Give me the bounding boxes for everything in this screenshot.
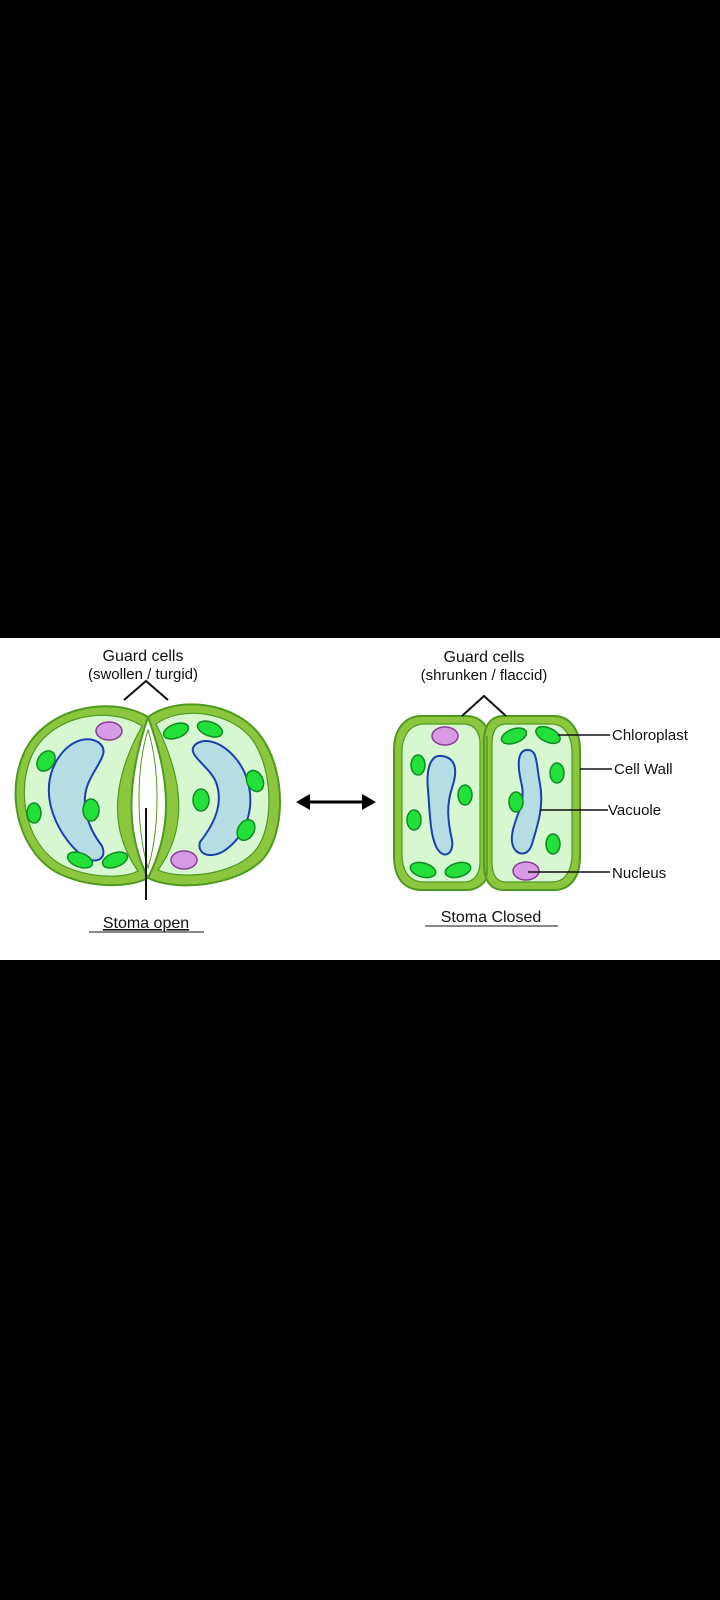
- chloroplast: [457, 784, 473, 806]
- closed-right-guard-cell: [483, 715, 581, 891]
- cell-wall-label: Cell Wall: [614, 761, 673, 778]
- closed-stoma: Guard cells (shrunken / flaccid) Stoma C…: [393, 649, 689, 927]
- chloroplast: [26, 802, 42, 824]
- open-right-vacuole: [191, 740, 252, 857]
- chloroplast: [409, 861, 437, 879]
- open-stoma: Guard cells (swollen / turgid) Stoma ope…: [14, 648, 281, 933]
- closed-right-vacuole: [510, 748, 543, 855]
- chloroplast: [82, 798, 100, 822]
- diagram-canvas: Guard cells (swollen / turgid) Stoma ope…: [14, 648, 689, 933]
- chloroplast: [500, 727, 528, 745]
- chloroplast: [410, 754, 426, 776]
- nucleus-label: Nucleus: [612, 865, 666, 882]
- closed-left-nucleus: [431, 726, 459, 746]
- closed-caption: Stoma Closed: [441, 909, 542, 926]
- chloroplast: [36, 750, 56, 772]
- chloroplast: [245, 769, 265, 793]
- chloroplast: [101, 851, 129, 869]
- chloroplast: [549, 762, 565, 784]
- open-guard-cells-bracket: [123, 679, 169, 701]
- stomata-diagram: Guard cells (swollen / turgid) Stoma ope…: [0, 638, 720, 960]
- chloroplast: [162, 722, 190, 740]
- open-left-nucleus: [95, 721, 123, 741]
- chloroplast-label: Chloroplast: [612, 727, 689, 744]
- closed-right-nucleus: [512, 861, 540, 881]
- closed-subheading: (shrunken / flaccid): [421, 667, 548, 684]
- chloroplast: [545, 833, 561, 855]
- open-caption: Stoma open: [103, 915, 189, 932]
- chloroplast: [196, 720, 224, 738]
- chloroplast: [535, 725, 561, 745]
- chloroplast: [66, 851, 94, 869]
- open-subheading: (swollen / turgid): [88, 666, 198, 683]
- open-left-guard-cell: [14, 705, 150, 887]
- arrow-head-right: [362, 794, 376, 810]
- open-left-vacuole: [47, 738, 105, 862]
- transition-arrow: [296, 794, 376, 810]
- open-right-guard-cell: [146, 703, 281, 887]
- open-heading: Guard cells: [103, 648, 184, 665]
- vacuole-label: Vacuole: [608, 802, 661, 819]
- chloroplast: [236, 818, 256, 842]
- open-stoma-pore: [138, 728, 158, 870]
- arrow-head-left: [296, 794, 310, 810]
- closed-left-vacuole: [426, 754, 457, 856]
- closed-guard-cells-bracket: [461, 694, 507, 717]
- chloroplast: [444, 861, 472, 879]
- chloroplast: [508, 791, 524, 813]
- closed-heading: Guard cells: [444, 649, 525, 666]
- chloroplast: [406, 809, 422, 831]
- chloroplast: [192, 788, 210, 812]
- closed-left-guard-cell: [393, 715, 491, 891]
- open-right-nucleus: [170, 850, 198, 870]
